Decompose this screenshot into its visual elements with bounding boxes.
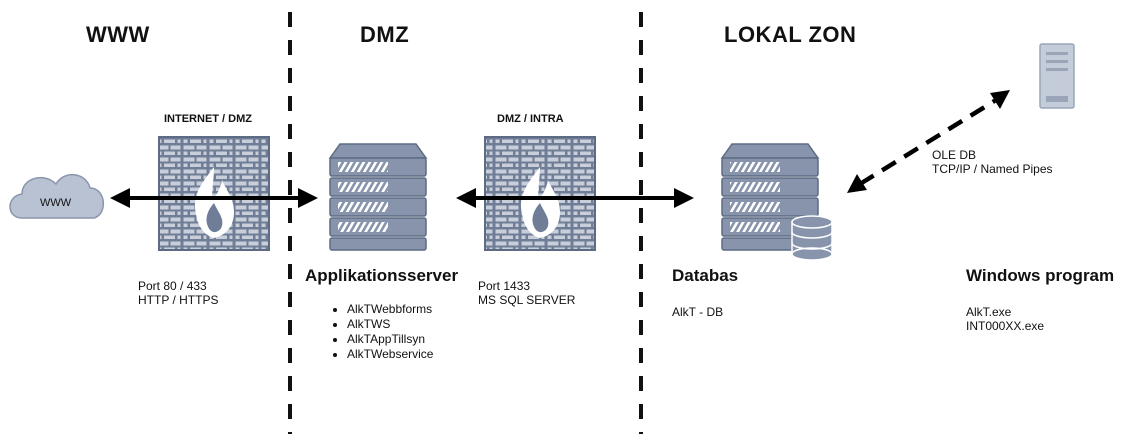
list-item: AlkTWebbforms bbox=[347, 302, 433, 317]
zone-title-dmz: DMZ bbox=[360, 22, 410, 47]
database-server-icon bbox=[720, 143, 833, 261]
connection-line2: TCP/IP / Named Pipes bbox=[932, 162, 1053, 176]
firewall-icon-internet-dmz bbox=[158, 136, 270, 251]
list-item: AlkT.exe bbox=[966, 305, 1012, 319]
arrow-appserver-to-database bbox=[456, 188, 694, 208]
pc-tower-icon bbox=[1039, 43, 1075, 109]
firewall-label-internet-dmz: INTERNET / DMZ bbox=[164, 113, 252, 125]
app-server-title: Applikationsserver bbox=[305, 266, 459, 285]
cloud-icon bbox=[9, 174, 104, 219]
zone-title-www: WWW bbox=[86, 22, 150, 47]
list-item: INT000XX.exe bbox=[966, 319, 1045, 333]
port-http-line2: HTTP / HTTPS bbox=[138, 293, 219, 307]
database-title: Databas bbox=[672, 266, 739, 285]
port-http-label: Port 80 / 433 HTTP / HTTPS bbox=[138, 279, 218, 307]
connection-label: OLE DB TCP/IP / Named Pipes bbox=[932, 148, 1053, 176]
firewall-label-dmz-intra: DMZ / INTRA bbox=[497, 113, 564, 125]
port-sql-line1: Port 1433 bbox=[478, 279, 531, 293]
application-server-icon bbox=[328, 143, 428, 251]
database-name: AlkT - DB bbox=[672, 305, 724, 319]
zone-title-lokal: LOKAL ZON bbox=[724, 22, 857, 47]
windows-program-title: Windows program bbox=[966, 266, 1115, 285]
cloud-label: WWW bbox=[40, 197, 72, 209]
database-cylinder-icon bbox=[791, 215, 833, 261]
list-item: AlkTAppTillsyn bbox=[347, 332, 433, 347]
arrow-www-to-appserver bbox=[110, 188, 318, 208]
firewall-icon-dmz-intra bbox=[484, 136, 596, 251]
port-http-line1: Port 80 / 433 bbox=[138, 279, 207, 293]
windows-program-list: AlkT.exe INT000XX.exe bbox=[966, 305, 1044, 333]
port-sql-label: Port 1433 MS SQL SERVER bbox=[478, 279, 575, 307]
dashed-arrow-database-to-pc bbox=[847, 90, 1010, 193]
list-item: AlkTWebservice bbox=[347, 347, 433, 362]
app-server-list: AlkTWebbforms AlkTWS AlkTAppTillsyn AlkT… bbox=[333, 302, 433, 362]
list-item: AlkTWS bbox=[347, 317, 433, 332]
port-sql-line2: MS SQL SERVER bbox=[478, 293, 576, 307]
connection-line1: OLE DB bbox=[932, 148, 977, 162]
